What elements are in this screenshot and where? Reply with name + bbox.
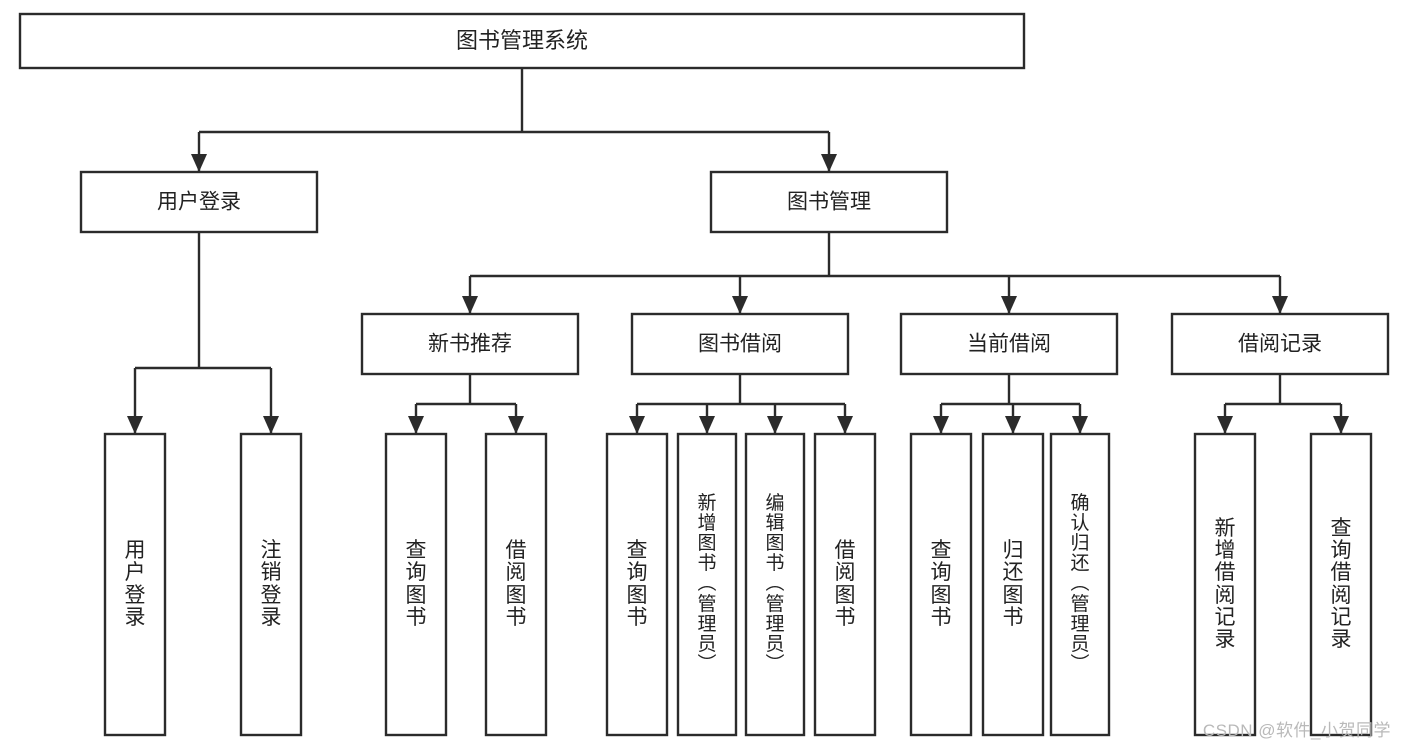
arrow-head-icon [408, 416, 424, 434]
arrow-head-icon [1005, 416, 1021, 434]
leaf-leaf-query-book-1[interactable] [384, 432, 448, 737]
arrow-head-icon [191, 154, 207, 172]
leaf-leaf-logout[interactable] [239, 432, 303, 737]
arrow-head-icon [263, 416, 279, 434]
arrow-head-icon [127, 416, 143, 434]
node-user-login[interactable] [79, 170, 319, 234]
arrow-head-icon [1001, 296, 1017, 314]
arrow-head-icon [1072, 416, 1088, 434]
connector-layer [127, 68, 1349, 434]
leaf-leaf-confirm-return[interactable] [1049, 432, 1111, 737]
arrow-head-icon [508, 416, 524, 434]
node-user-login-label: 用户登录 [157, 191, 241, 214]
arrow-head-icon [629, 416, 645, 434]
leaf-leaf-query-book-2[interactable] [605, 432, 669, 737]
node-borrow-record-label: 借阅记录 [1238, 333, 1322, 356]
node-book-manage[interactable] [709, 170, 949, 234]
node-borrow-record[interactable] [1170, 312, 1390, 376]
node-book-borrow[interactable] [630, 312, 850, 376]
leaf-leaf-query-record[interactable] [1309, 432, 1373, 737]
node-box-layer [18, 12, 1390, 737]
leaf-leaf-borrow-book-1[interactable] [484, 432, 548, 737]
arrow-head-icon [732, 296, 748, 314]
node-book-borrow-label: 图书借阅 [698, 333, 782, 356]
arrow-head-icon [821, 154, 837, 172]
arrow-head-icon [837, 416, 853, 434]
arrow-head-icon [699, 416, 715, 434]
leaf-leaf-user-login[interactable] [103, 432, 167, 737]
leaf-leaf-add-record[interactable] [1193, 432, 1257, 737]
arrow-head-icon [1272, 296, 1288, 314]
leaf-leaf-borrow-book-2[interactable] [813, 432, 877, 737]
node-root[interactable] [18, 12, 1026, 70]
arrow-head-icon [767, 416, 783, 434]
leaf-leaf-edit-book[interactable] [744, 432, 806, 737]
node-book-manage-label: 图书管理 [787, 191, 871, 214]
arrow-head-icon [1333, 416, 1349, 434]
arrow-head-icon [933, 416, 949, 434]
leaf-leaf-add-book[interactable] [676, 432, 738, 737]
leaf-leaf-query-book-3[interactable] [909, 432, 973, 737]
arrow-head-icon [462, 296, 478, 314]
node-current-borrow[interactable] [899, 312, 1119, 376]
node-current-borrow-label: 当前借阅 [967, 333, 1051, 356]
leaf-leaf-return-book[interactable] [981, 432, 1045, 737]
arrow-head-icon [1217, 416, 1233, 434]
node-new-book-rec-label: 新书推荐 [428, 333, 512, 356]
node-new-book-rec[interactable] [360, 312, 580, 376]
node-root-label: 图书管理系统 [456, 28, 588, 53]
